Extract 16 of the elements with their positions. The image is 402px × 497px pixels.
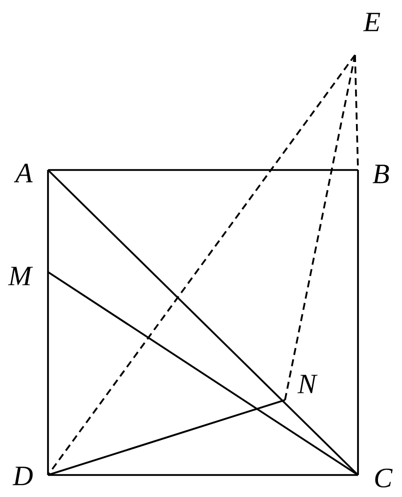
point-label: A [14, 164, 33, 182]
line-segment [47, 170, 49, 475]
point-label: B [372, 164, 389, 184]
line-segment [48, 271, 358, 476]
line-segment [48, 399, 286, 476]
point-label: N [297, 374, 318, 394]
line-segment [357, 170, 359, 475]
point-label: D [12, 466, 33, 486]
point-label: E [363, 12, 380, 32]
point-label: M [8, 266, 33, 286]
line-segment [47, 169, 359, 476]
dashed-line [284, 54, 356, 400]
dashed-line [47, 54, 356, 476]
point-label: C [375, 468, 393, 488]
line-segment [48, 169, 358, 171]
line-segment [48, 474, 358, 476]
